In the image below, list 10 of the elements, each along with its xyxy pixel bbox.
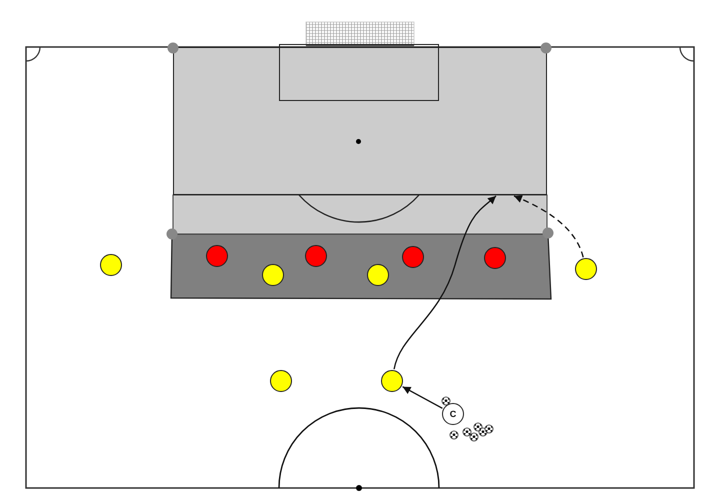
player-marker <box>270 370 292 392</box>
coach-marker: C <box>442 403 464 425</box>
pass-arrow <box>402 386 443 409</box>
run-arrow <box>393 196 496 370</box>
player-marker <box>381 370 403 392</box>
goal-area <box>279 44 440 102</box>
player-marker <box>575 258 597 280</box>
player-marker <box>100 254 122 276</box>
penalty-area <box>173 47 547 195</box>
run-arrow <box>514 195 584 258</box>
